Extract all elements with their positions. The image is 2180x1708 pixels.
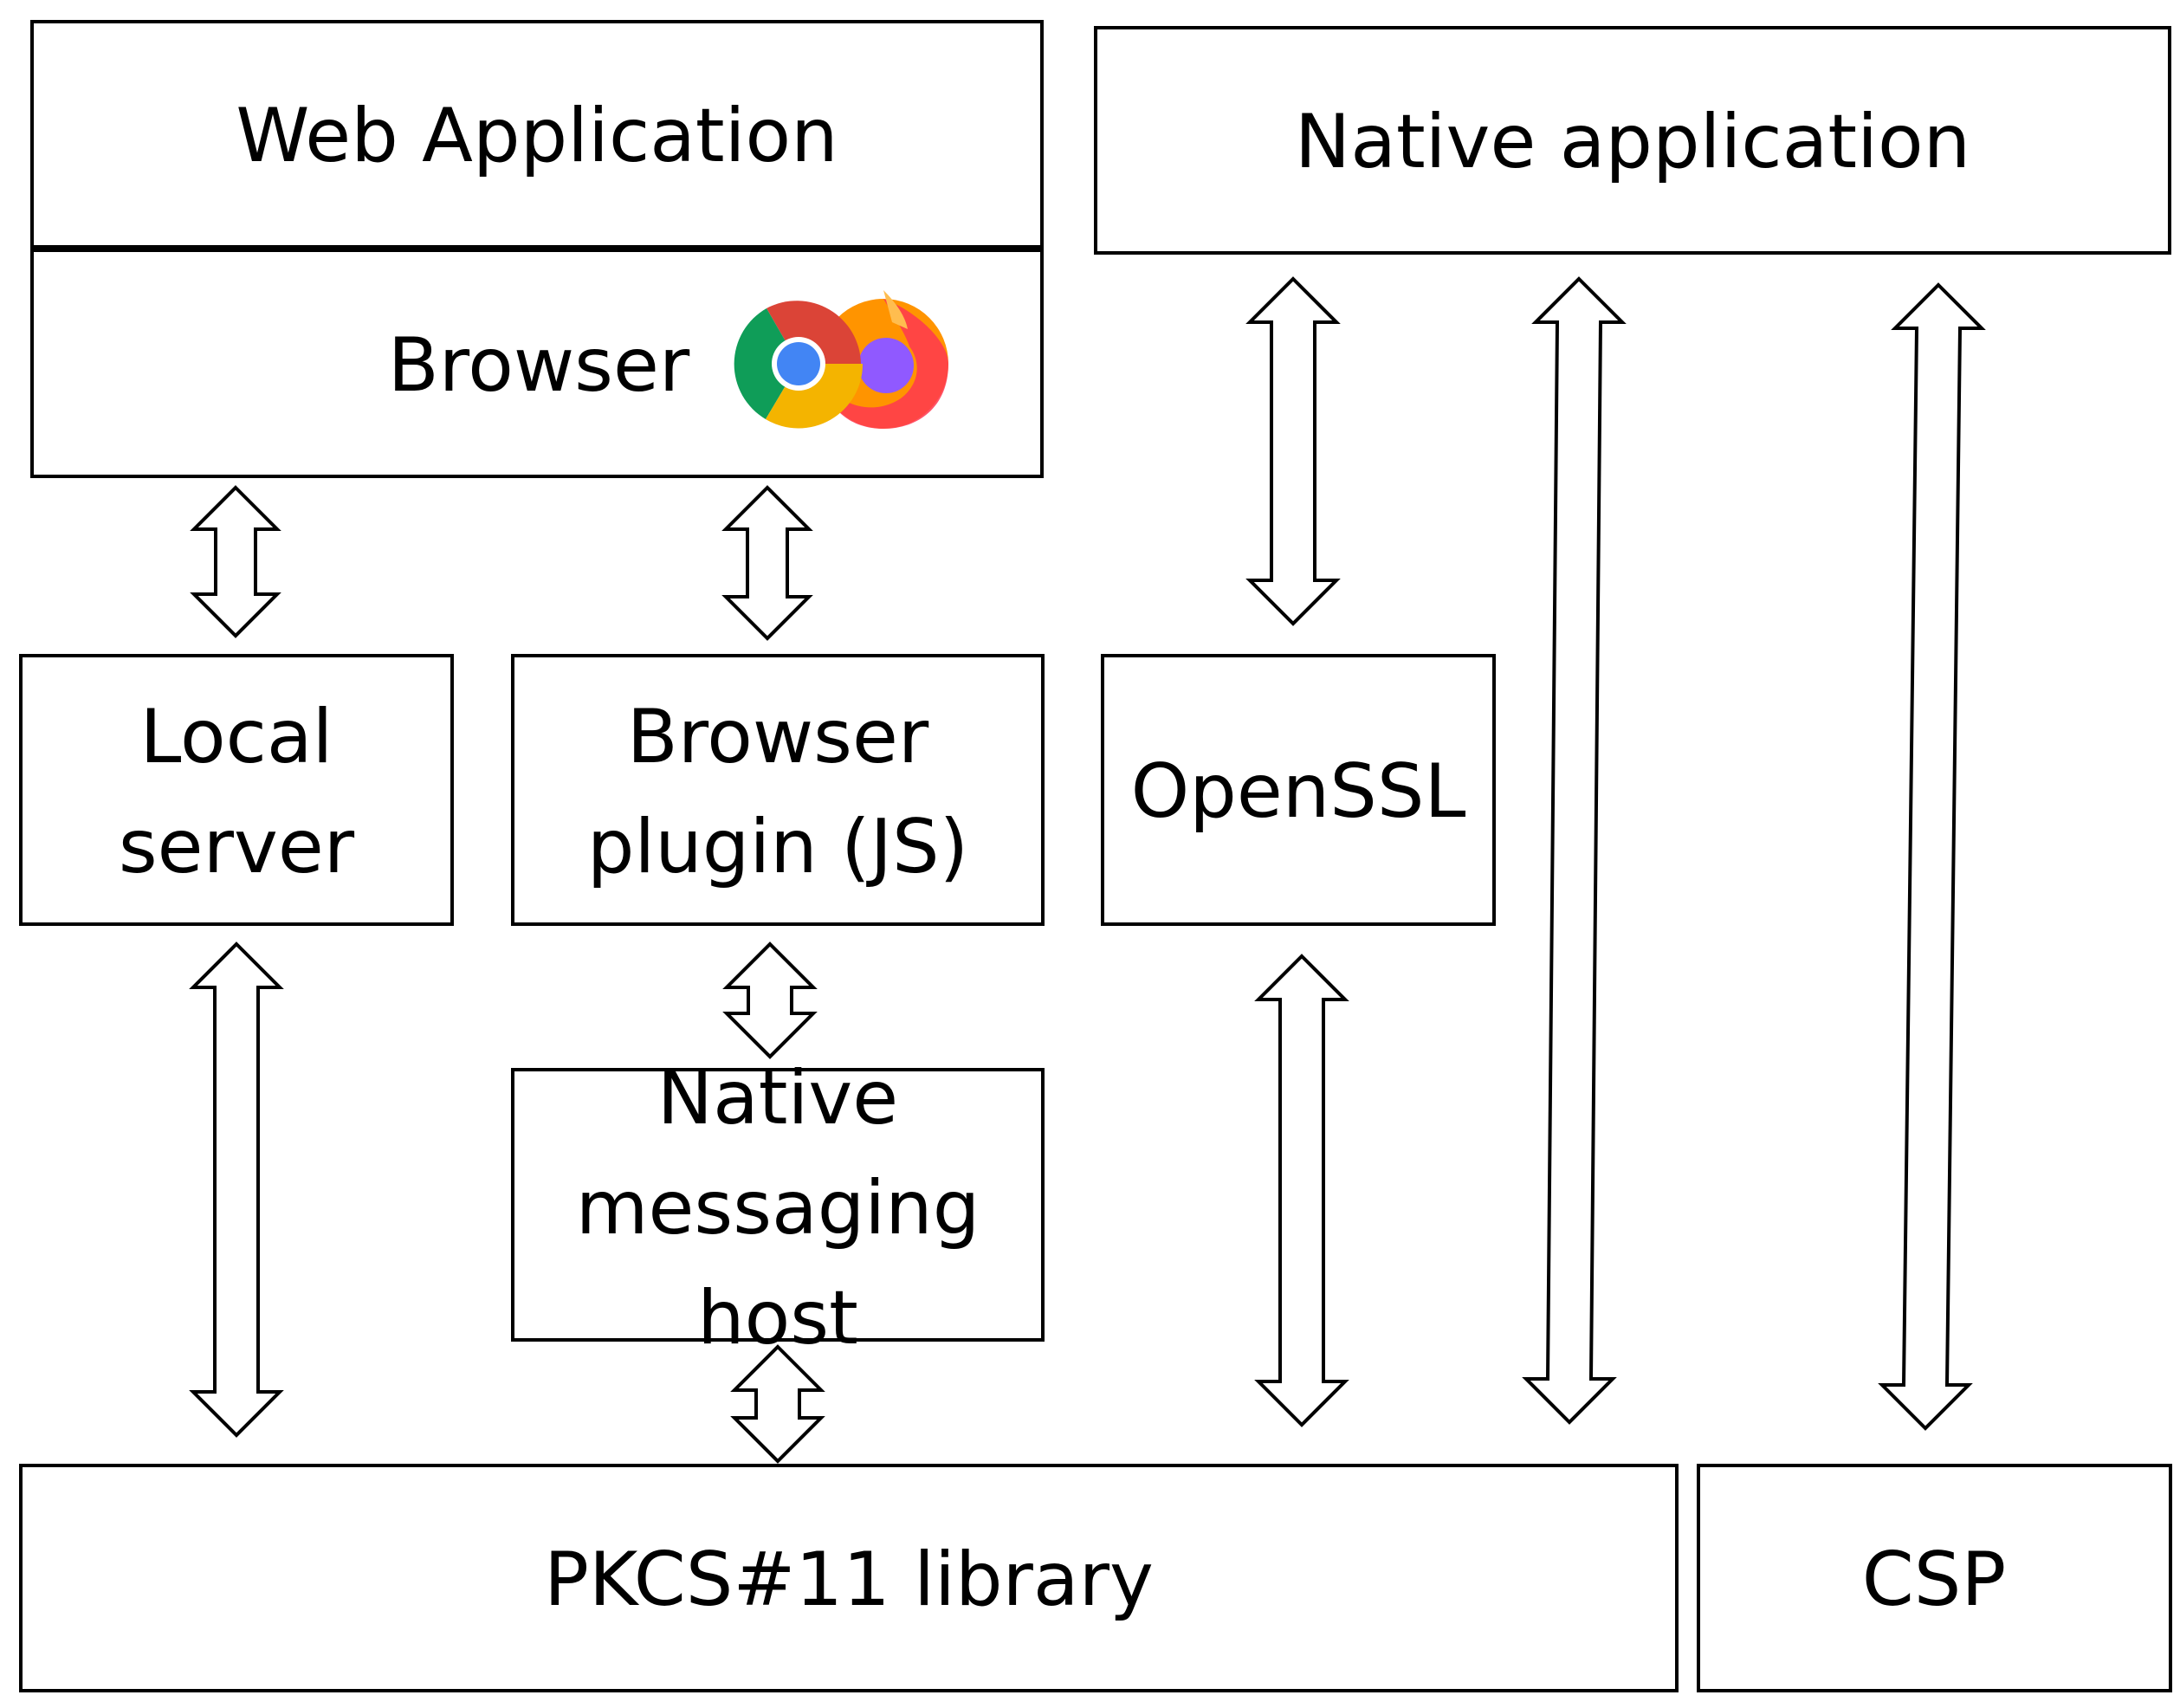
local-server-label-line1: Local <box>140 694 333 780</box>
local-server-box: Local server <box>19 654 454 926</box>
openssl-label: OpenSSL <box>1131 748 1466 835</box>
browser-plugin-box: Browser plugin (JS) <box>511 654 1045 926</box>
pkcs11-library-box: PKCS#11 library <box>19 1464 1679 1692</box>
arrow-openssl-pkcs11 <box>1254 954 1349 1427</box>
csp-label: CSP <box>1862 1537 2007 1623</box>
arrow-native-app-pkcs11 <box>1522 276 1627 1425</box>
browser-label: Browser <box>388 322 690 409</box>
browser-plugin-label-line2: plugin (JS) <box>587 804 968 890</box>
arrow-local-server-pkcs11 <box>189 941 284 1438</box>
arrow-native-app-csp <box>1878 282 1986 1431</box>
arrow-native-messaging-host-pkcs11 <box>730 1344 825 1464</box>
native-messaging-host-label-line2: messaging <box>576 1165 980 1252</box>
arrow-browser-plugin <box>721 485 813 641</box>
browser-box: Browser <box>30 249 1044 478</box>
openssl-box: OpenSSL <box>1101 654 1496 926</box>
pkcs11-library-label: PKCS#11 library <box>544 1537 1154 1623</box>
arrow-native-app-openssl <box>1245 276 1341 626</box>
csp-box: CSP <box>1697 1464 2172 1692</box>
arrow-browser-local-server <box>190 485 281 638</box>
native-application-label: Native application <box>1295 99 1970 185</box>
native-application-box: Native application <box>1094 26 2171 255</box>
local-server-label-line2: server <box>119 804 355 890</box>
chrome-icon <box>734 301 864 429</box>
native-messaging-host-label-line1: Native <box>657 1055 898 1142</box>
browser-plugin-label-line1: Browser <box>627 694 929 780</box>
web-application-label: Web Application <box>236 93 838 179</box>
web-application-box: Web Application <box>30 20 1044 249</box>
arrow-plugin-native-messaging-host <box>722 941 818 1059</box>
native-messaging-host-box: Native messaging host <box>511 1055 1045 1362</box>
